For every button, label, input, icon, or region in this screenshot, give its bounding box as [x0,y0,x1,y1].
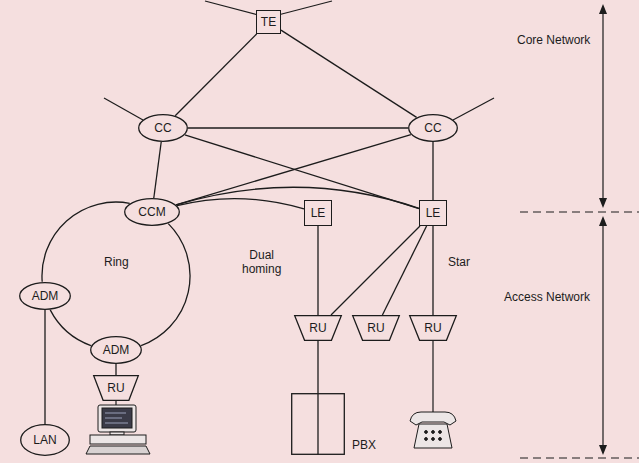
trunk-stub [104,98,143,120]
annotation-label: Star [446,255,472,269]
remote-unit: RU [294,315,342,341]
arrow-head [599,445,607,455]
node-label: RU [424,321,441,335]
pbx-cabinet: PBX [291,393,345,455]
link-line [176,187,419,208]
annotation-label: Dual homing [240,248,283,276]
node-label: ADM [32,289,59,303]
link-line [44,310,45,424]
node-label: PBX [352,438,376,452]
link-line [317,341,318,393]
link-line [154,142,161,198]
arrow-head [599,4,607,14]
node-label: TE [261,15,276,29]
remote-unit: RU [352,315,400,341]
node-ellipse: ADM [90,336,142,364]
node-label: ADM [103,343,130,357]
link-line [177,199,304,209]
node-label: CC [154,121,171,135]
terminal-wire [432,340,433,412]
link-line [115,364,116,375]
link-line [176,135,411,205]
node-label: RU [309,321,326,335]
arrow-head [599,216,607,226]
node-outline [291,393,345,455]
extent-arrow [602,10,603,203]
link-line [42,202,130,282]
exchange-box: LE [419,200,447,226]
annotation-label: Core Network [515,33,592,47]
link-line [432,142,433,200]
node-ellipse: CC [408,114,458,142]
annotation-label: Ring [102,255,131,269]
remote-unit: RU [93,375,139,401]
exchange-box: LE [304,200,332,226]
node-label: CC [424,121,441,135]
node-label: LE [311,206,326,220]
link-line [141,224,190,346]
link-line [175,34,256,116]
trunk-stub [205,1,258,15]
boundary-dash [520,211,639,212]
telephone-icon [410,412,456,448]
node-ellipse: LAN [20,424,70,456]
trunk-stub [453,98,494,120]
link-line [382,226,426,315]
trunk-stub [278,1,332,15]
node-label: LE [426,206,441,220]
computer-icon [86,405,150,454]
node-ellipse: ADM [19,282,71,310]
exchange-box: TE [256,10,281,34]
node-ellipse: CCM [124,198,180,226]
link-line [331,226,420,315]
annotation-label: Access Network [502,290,592,304]
remote-unit: RU [409,315,457,341]
link-line [50,310,91,346]
boundary-dash [520,457,639,458]
node-label: RU [367,321,384,335]
node-ellipse: CC [138,114,188,142]
arrow-head [599,198,607,208]
link-line [317,226,318,315]
link-line [281,30,417,117]
node-label: LAN [33,433,56,447]
node-label: RU [107,381,124,395]
extent-arrow [602,221,603,450]
link-line [188,127,408,128]
node-label: CCM [138,205,165,219]
link-line [432,226,433,315]
